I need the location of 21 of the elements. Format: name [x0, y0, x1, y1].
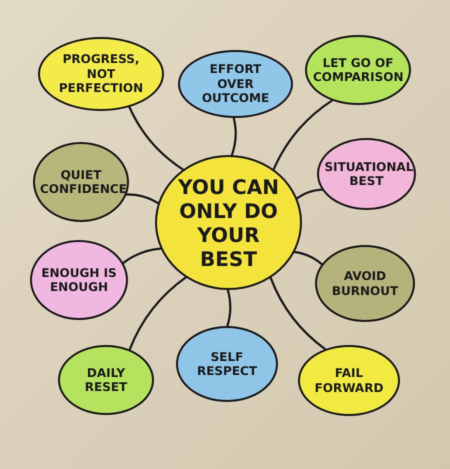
bubble-text: QUIET CONFIDENCE [39, 168, 128, 196]
connector-line [122, 248, 162, 264]
connector-line [230, 116, 237, 156]
bubble-text: PROGRESS, NOT PERFECTION [58, 52, 144, 96]
connector-line [226, 288, 232, 328]
bubble-text: EFFORT OVER OUTCOME [200, 62, 270, 106]
bubble-text: FAIL FORWARD [314, 366, 384, 395]
bubble-text: DAILY RESET [84, 366, 128, 394]
bubble-text: SELF RESPECT [196, 350, 258, 378]
connector-line [270, 276, 326, 350]
central-text: YOU CAN ONLY DO YOUR BEST [177, 174, 280, 270]
bubble-text: AVOID BURNOUT [330, 269, 400, 298]
bubble-text: LET GO OF COMPARISON [312, 56, 405, 84]
connector-line [128, 276, 187, 351]
connector-line [272, 99, 334, 170]
connector-line [126, 193, 160, 204]
connector-line [128, 106, 184, 171]
connector-line [296, 188, 323, 200]
connector-line [294, 250, 323, 266]
bubble-text: SITUATIONAL BEST [324, 160, 414, 188]
bubble-text: ENOUGH IS ENOUGH [40, 266, 118, 294]
